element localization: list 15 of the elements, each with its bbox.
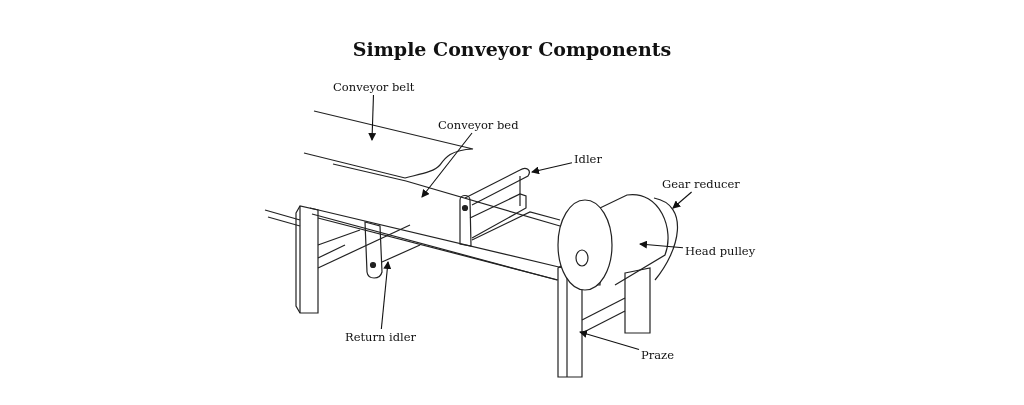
part-label: Head pulley [685,244,756,258]
leader-line [368,94,377,141]
part-label: Conveyor bed [438,118,519,132]
part-label: Idler [574,152,602,166]
leader-line [579,330,640,351]
part-label: Conveyor belt [333,80,415,94]
leader-line [531,162,573,175]
part-label: Praze [641,348,674,362]
part-label: Gear reducer [662,177,740,191]
diagram-title: Simple Conveyor Components [352,38,672,60]
leader-line [421,132,473,198]
leader-line [380,261,392,330]
leader-line [639,240,684,249]
part-label: Return idler [345,330,417,344]
leader-line [672,191,693,209]
